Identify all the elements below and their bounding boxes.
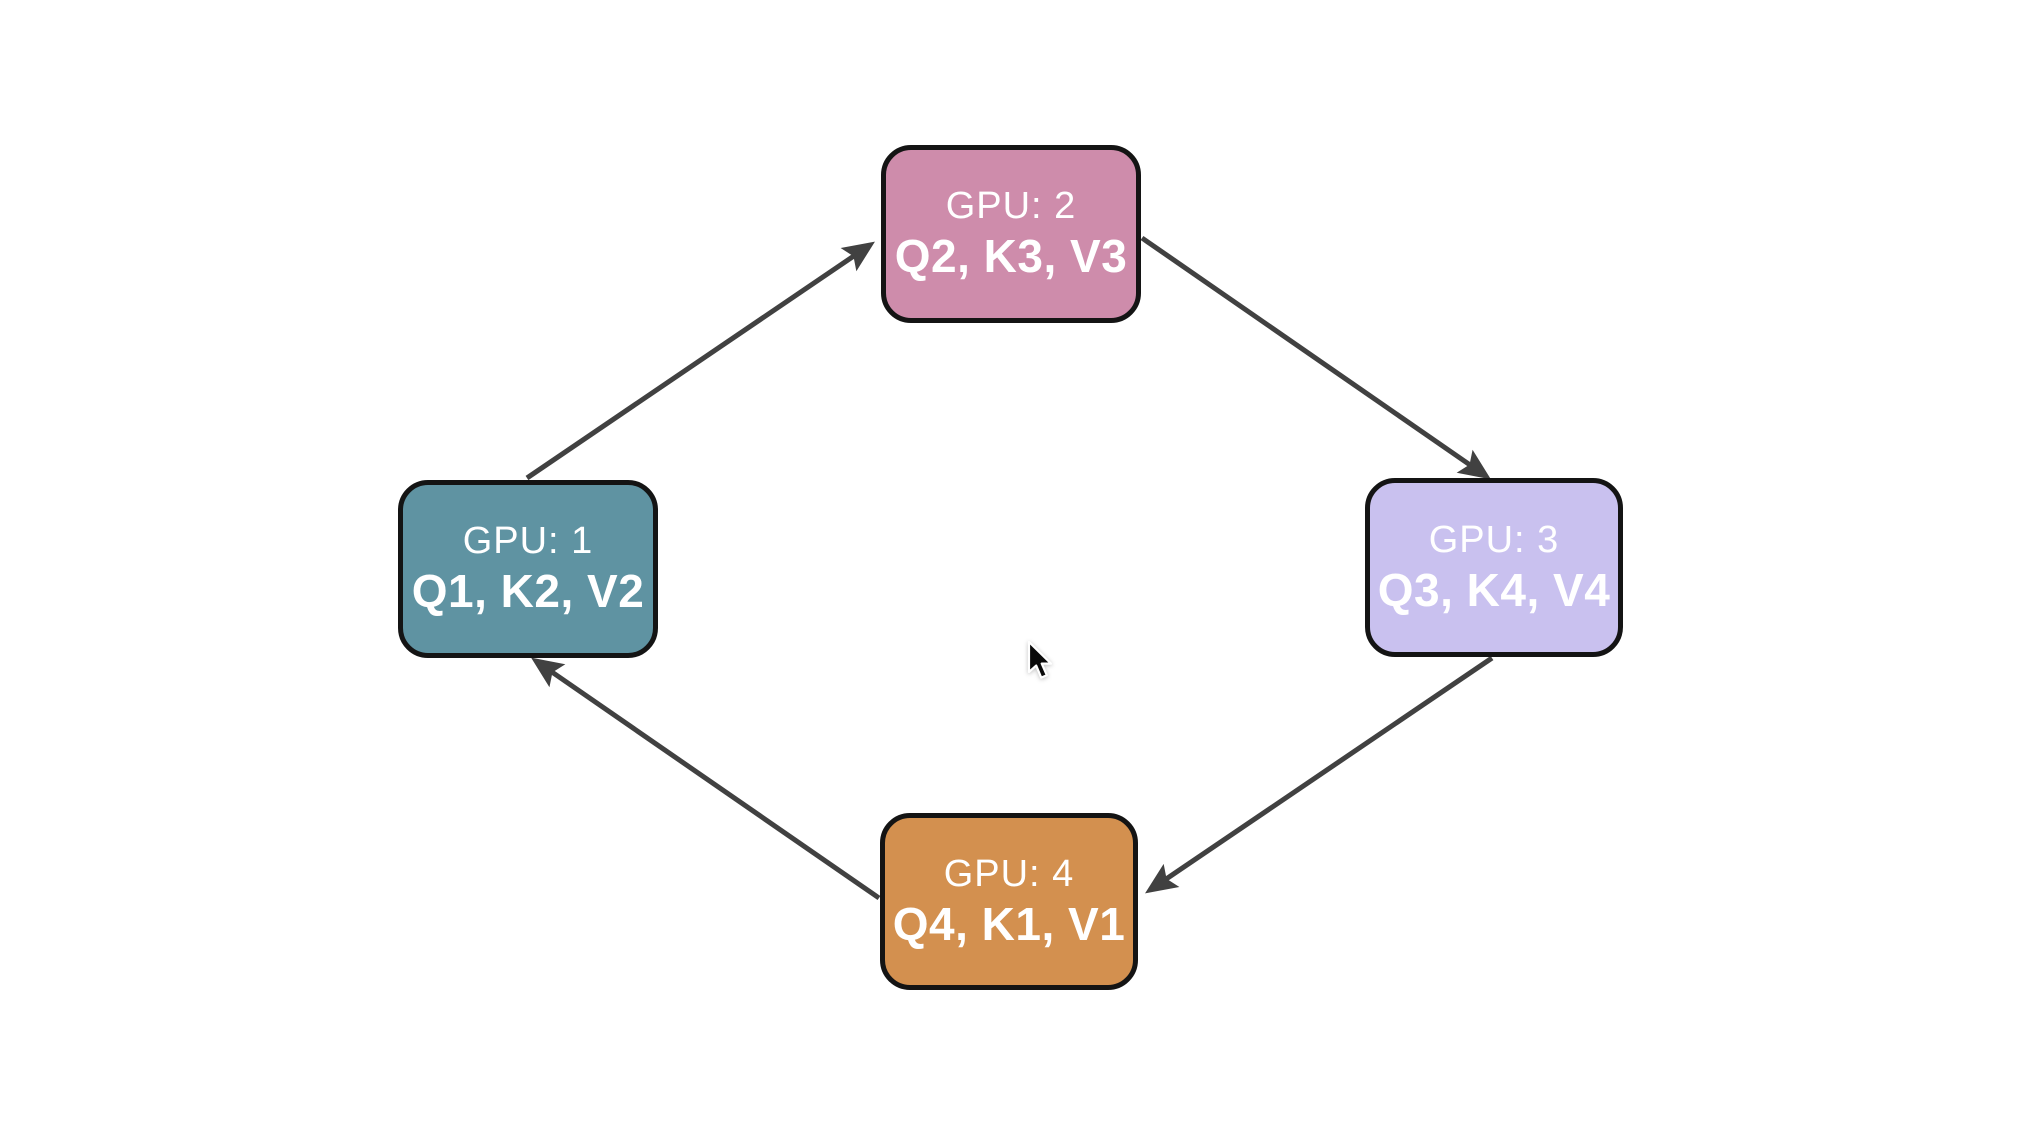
edge-gpu1-to-gpu2: [525, 241, 875, 481]
gpu3-title: GPU: 3: [1428, 518, 1560, 561]
gpu2-kv-assignment: Q2, K3, V3: [894, 230, 1128, 283]
gpu1-kv-assignment: Q1, K2, V2: [411, 565, 645, 618]
gpu3-kv-assignment: Q3, K4, V4: [1377, 563, 1611, 616]
gpu4-node[interactable]: GPU: 4 Q4, K1, V1: [880, 813, 1138, 990]
gpu4-title: GPU: 4: [943, 852, 1075, 895]
edge-gpu3-to-gpu4: [1145, 655, 1494, 894]
gpu3-node[interactable]: GPU: 3 Q3, K4, V4: [1365, 478, 1623, 657]
gpu4-kv-assignment: Q4, K1, V1: [892, 897, 1126, 950]
edge-gpu2-to-gpu3: [1140, 235, 1491, 480]
mouse-cursor-icon: [1027, 641, 1053, 679]
gpu1-node[interactable]: GPU: 1 Q1, K2, V2: [398, 480, 658, 658]
gpu2-title: GPU: 2: [945, 185, 1077, 228]
gpu2-node[interactable]: GPU: 2 Q2, K3, V3: [881, 145, 1141, 323]
gpu1-title: GPU: 1: [462, 520, 594, 563]
edge-gpu4-to-gpu1: [531, 657, 881, 901]
